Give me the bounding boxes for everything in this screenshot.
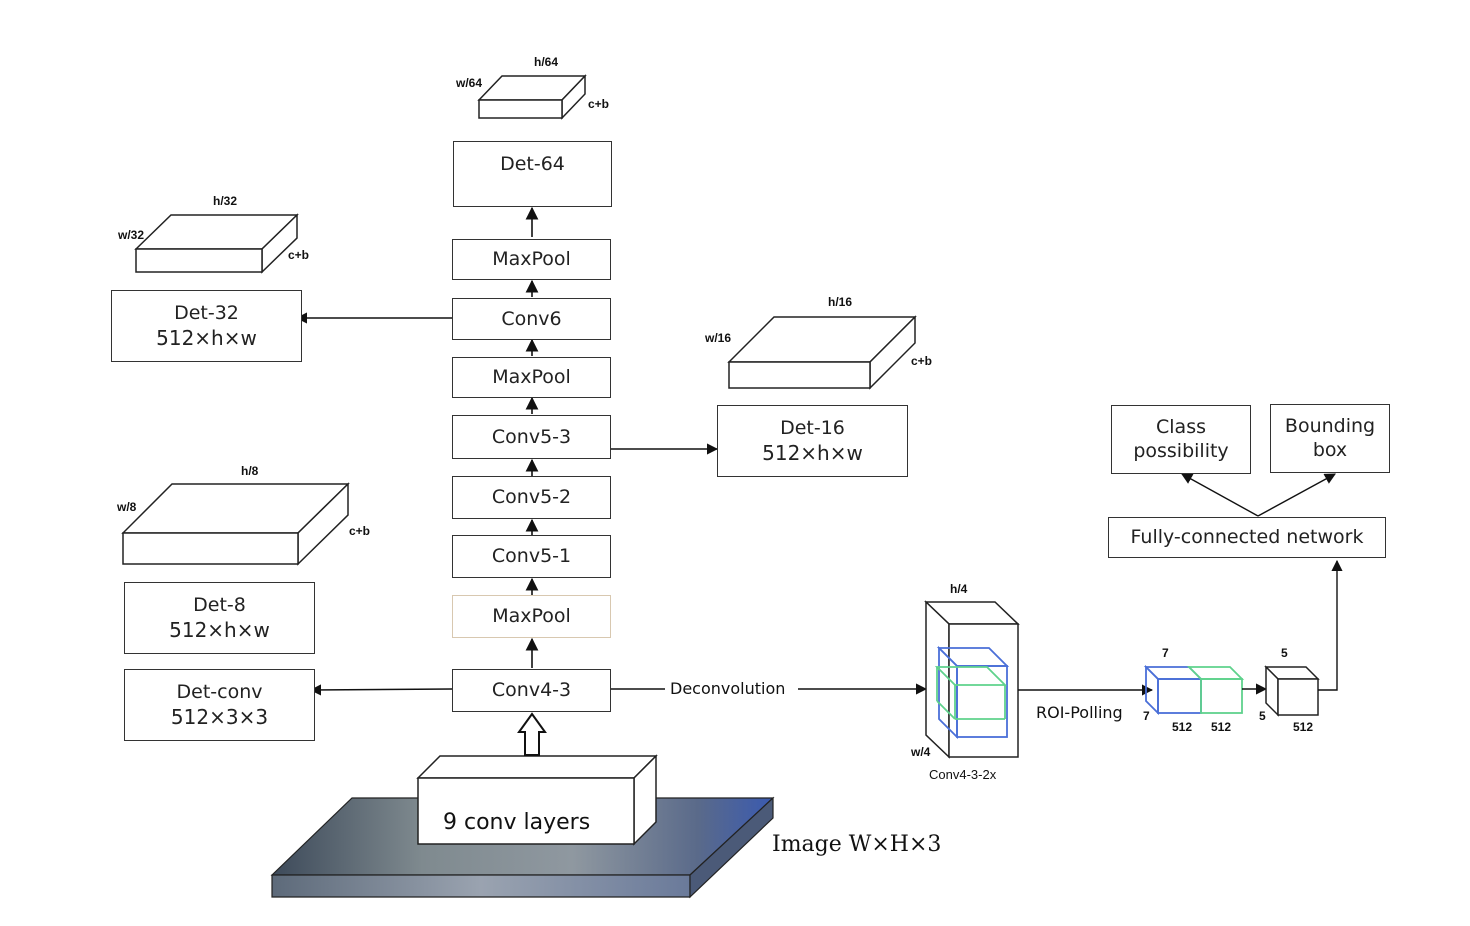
feature-map-16: [727, 315, 917, 390]
output-arrows: [1181, 473, 1336, 517]
fm32-c: c+b: [288, 248, 310, 262]
maxpool-2-box: MaxPool: [452, 357, 611, 398]
class-line1: Class: [1156, 415, 1206, 438]
det-conv-shape: 512×3×3: [170, 705, 269, 730]
det-8-box: Det-8 512×h×w: [124, 582, 315, 654]
feature-map-32: [134, 213, 299, 274]
bbox-line2: box: [1312, 438, 1348, 461]
fm32-w: w/32: [118, 228, 145, 242]
conv5-1-box: Conv5-1: [452, 535, 611, 578]
maxpool-2-label: MaxPool: [492, 366, 571, 389]
pooled-cube-5: [1264, 665, 1320, 717]
conv4-3-box: Conv4-3: [452, 669, 611, 712]
maxpool-1-label: MaxPool: [492, 605, 571, 628]
nine-conv-label: 9 conv layers: [443, 810, 591, 835]
feature-map-64: [477, 74, 587, 120]
nine-conv-block: [416, 754, 658, 846]
fm16-h: h/16: [828, 295, 853, 309]
fc-network-label: Fully-connected network: [1130, 526, 1364, 549]
class-possibility-box: Class possibility: [1111, 405, 1251, 474]
roi-dim-top: 7: [1162, 646, 1169, 660]
fm64-h: h/64: [534, 55, 559, 69]
det-32-label: Det-32: [174, 301, 239, 324]
roi-dim-left: 7: [1143, 709, 1150, 723]
fm16-c: c+b: [911, 354, 933, 368]
conv5-3-label: Conv5-3: [491, 425, 572, 448]
fm32-h: h/32: [213, 194, 238, 208]
det-64-label: Det-64: [500, 153, 565, 175]
feature-map-8: [121, 482, 350, 566]
conv5-1-label: Conv5-1: [491, 545, 572, 568]
fm8-w: w/8: [117, 500, 137, 514]
conv5-2-label: Conv5-2: [491, 486, 572, 509]
det-conv-box: Det-conv 512×3×3: [124, 669, 315, 741]
det-16-label: Det-16: [780, 416, 845, 439]
roi-ch2: 512: [1211, 720, 1232, 734]
fm64-c: c+b: [588, 97, 610, 111]
conv4-2x-name: Conv4-3-2x: [929, 767, 997, 782]
bounding-box-box: Bounding box: [1270, 404, 1390, 473]
fm8-h: h/8: [241, 464, 259, 478]
fm8-c: c+b: [349, 524, 371, 538]
conv4-3-2x-block: [924, 600, 1020, 759]
class-line2: possibility: [1133, 439, 1229, 462]
conv4-2x-w: w/4: [911, 745, 931, 759]
conv4-2x-h: h/4: [950, 582, 968, 596]
det-64-box: Det-64: [453, 141, 612, 207]
pool-dim-left: 5: [1259, 709, 1266, 723]
maxpool-3-box: MaxPool: [452, 239, 611, 280]
deconvolution-label: Deconvolution: [670, 679, 786, 698]
conv4-3-label: Conv4-3: [491, 679, 572, 702]
conv6-box: Conv6: [452, 298, 611, 340]
roi-pooled-cubes: [1143, 664, 1245, 716]
det-8-shape: 512×h×w: [169, 618, 270, 643]
image-label: Image W×H×3: [772, 832, 942, 857]
hollow-up-arrow: [517, 712, 547, 756]
pool-ch: 512: [1293, 720, 1314, 734]
det-8-label: Det-8: [193, 593, 246, 616]
roi-polling-label: ROI-Polling: [1036, 703, 1123, 722]
maxpool-1-box: MaxPool: [452, 595, 611, 638]
fc-network-box: Fully-connected network: [1108, 517, 1386, 558]
roi-ch1: 512: [1172, 720, 1193, 734]
pool-dim-top: 5: [1281, 646, 1288, 660]
det-32-box: Det-32 512×h×w: [111, 290, 302, 362]
conv5-3-box: Conv5-3: [452, 415, 611, 459]
fm16-w: w/16: [705, 331, 732, 345]
det-conv-label: Det-conv: [176, 680, 263, 703]
det-32-shape: 512×h×w: [156, 326, 257, 351]
bbox-line1: Bounding: [1284, 414, 1376, 437]
conv5-2-box: Conv5-2: [452, 476, 611, 519]
det-16-shape: 512×h×w: [762, 441, 863, 466]
det-16-box: Det-16 512×h×w: [717, 405, 908, 477]
conv6-label: Conv6: [501, 307, 562, 330]
maxpool-3-label: MaxPool: [492, 248, 571, 271]
fc-arrow: [1318, 559, 1343, 691]
detector-arrows: [295, 312, 719, 696]
fm64-w: w/64: [456, 76, 483, 90]
